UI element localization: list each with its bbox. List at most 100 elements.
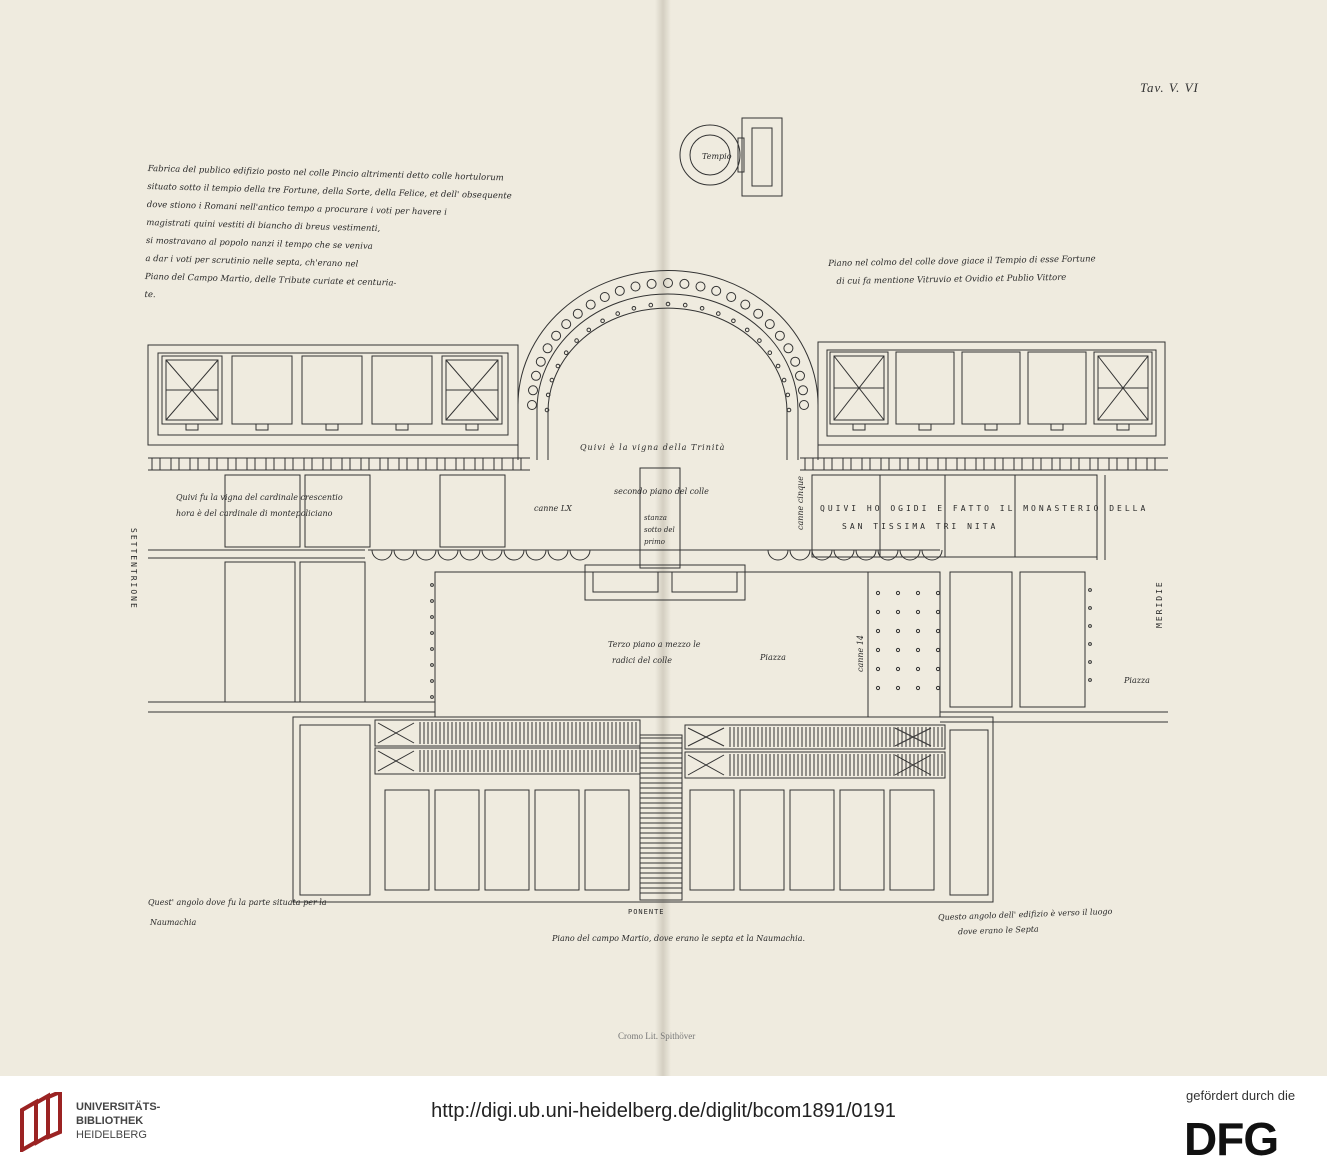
scallop-niche — [393, 549, 415, 561]
stair-hall — [684, 724, 946, 750]
portico-column — [935, 590, 941, 596]
pier — [1051, 457, 1061, 471]
portico-column — [430, 647, 434, 651]
stair-flight — [592, 571, 659, 593]
terrace-piazza — [430, 571, 1092, 718]
portico-column — [1088, 660, 1092, 664]
angolo-left-line1: Quest' angolo dove fu la parte situata p… — [148, 898, 327, 907]
portico-column — [1088, 606, 1092, 610]
vault-cross — [894, 754, 932, 776]
pier — [151, 457, 161, 471]
room — [889, 789, 935, 891]
scallop-niche — [371, 549, 393, 561]
door-buttress — [984, 423, 998, 431]
arch-niche — [551, 330, 562, 341]
pier — [1070, 457, 1080, 471]
room — [304, 474, 371, 548]
room — [384, 789, 430, 891]
pier — [937, 457, 947, 471]
portico-column — [895, 666, 901, 672]
pier — [493, 457, 503, 471]
portico-column — [430, 679, 434, 683]
scallop-niche — [525, 549, 547, 561]
pier — [956, 457, 966, 471]
portico-column — [430, 615, 434, 619]
room — [1019, 571, 1086, 708]
arch-column — [631, 306, 637, 311]
arch-niche — [630, 281, 641, 292]
portico-column — [915, 590, 921, 596]
arch-niche — [528, 385, 538, 396]
arch-niche — [614, 285, 625, 296]
pier — [170, 457, 180, 471]
arch-column — [716, 311, 721, 316]
building-outline — [292, 716, 994, 903]
scallop-niche — [569, 549, 591, 561]
scallop-niche — [833, 549, 855, 561]
stair-flight — [671, 571, 738, 593]
colonnade-row — [148, 457, 1168, 471]
room — [534, 789, 580, 891]
floor-plan — [147, 117, 1168, 903]
pier — [398, 457, 408, 471]
university-library-logo-icon — [20, 1092, 62, 1152]
door-buttress — [1116, 423, 1130, 431]
arch-niche — [798, 385, 808, 396]
arch-niche — [695, 281, 706, 292]
room — [739, 789, 785, 891]
source-url-link[interactable]: http://digi.ub.uni-heidelberg.de/diglit/… — [431, 1100, 896, 1122]
footer-bar: UNIVERSITÄTS- BIBLIOTHEK HEIDELBERG http… — [0, 1076, 1327, 1170]
portico-column — [915, 609, 921, 615]
portico-column — [1088, 642, 1092, 646]
portico-column — [875, 609, 881, 615]
arch-niche — [795, 370, 805, 381]
door-buttress — [185, 423, 199, 431]
angolo-left-line2: Naumachia — [150, 918, 197, 927]
vault-cross — [377, 750, 415, 772]
arch-column — [574, 338, 579, 343]
room — [301, 355, 363, 425]
pier — [842, 457, 852, 471]
scallop-niche — [811, 549, 833, 561]
vigna-trinita-label: Quivi è la vigna della Trinità — [580, 443, 726, 452]
pier — [918, 457, 928, 471]
arch-column — [600, 318, 605, 324]
room — [949, 571, 1013, 708]
pier — [246, 457, 256, 471]
arch-niche — [774, 330, 785, 341]
arch-column — [544, 407, 550, 413]
portico-column — [875, 628, 881, 634]
arch-column — [615, 311, 621, 316]
temple-inner-ring — [689, 134, 731, 176]
arch-niche — [790, 356, 801, 367]
lower-band — [148, 701, 1168, 723]
pier — [189, 457, 199, 471]
temple-connector — [737, 137, 745, 173]
monastero-label-line2: SAN TISSIMA TRI NITA — [842, 522, 999, 531]
library-name-line: HEIDELBERG — [76, 1129, 147, 1141]
portico-column — [915, 666, 921, 672]
room — [961, 351, 1021, 425]
settentrione-label: SETTENTRIONE — [129, 528, 138, 610]
pier — [436, 457, 446, 471]
arch-column — [767, 350, 773, 356]
temple-plan — [679, 117, 783, 197]
arch-column — [785, 392, 791, 398]
arch-column — [781, 377, 787, 383]
room — [299, 561, 366, 703]
room — [299, 724, 371, 896]
library-name-line: UNIVERSITÄTS- — [76, 1101, 161, 1113]
arch-niche — [663, 278, 673, 288]
pier — [379, 457, 389, 471]
arch-column — [665, 301, 671, 307]
scallop-niche — [921, 549, 943, 561]
arch-column — [757, 338, 762, 343]
piazza-center-label: Piazza — [760, 653, 786, 662]
plate-page: Tav. V. VI Fabrica del publico edifizio … — [0, 0, 1327, 1076]
terzo-piano-label-line1: Terzo piano a mezzo le — [608, 640, 701, 649]
monastero-label-line1: QUIVI HO OGIDI E FATTO IL MONASTERIO DEL… — [820, 504, 1149, 513]
room-monastery — [811, 474, 1098, 558]
arch-niche — [646, 278, 657, 289]
room — [789, 789, 835, 891]
arch-column — [586, 327, 592, 333]
